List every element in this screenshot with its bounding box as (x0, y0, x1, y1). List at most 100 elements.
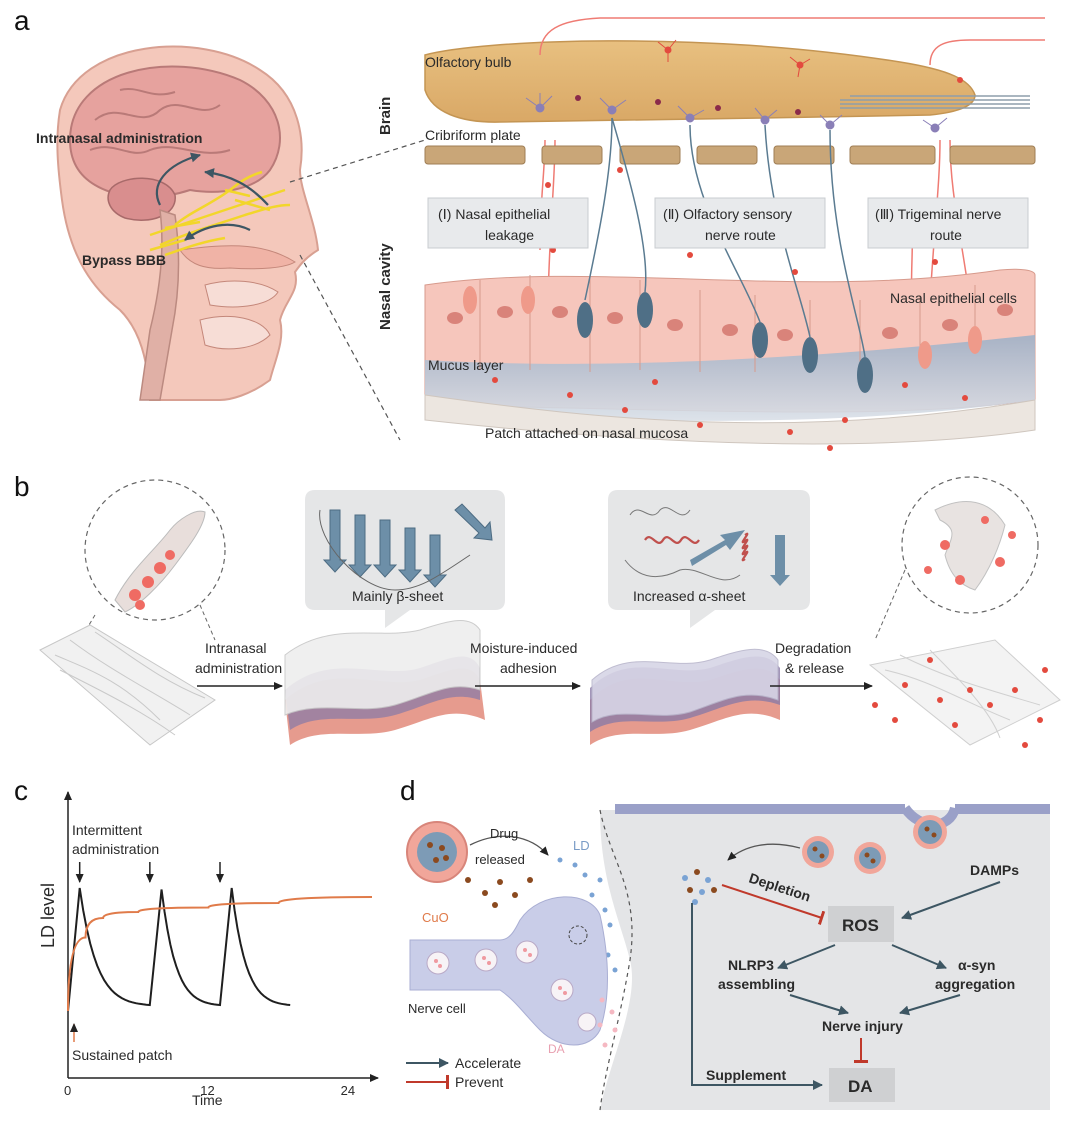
bubble-alpha: Increased α-sheet (608, 490, 810, 628)
x-axis-label: Time (192, 1092, 223, 1108)
svg-text:DA: DA (848, 1077, 873, 1096)
step-2-line1: Moisture-induced (470, 640, 577, 656)
panel-letter-c: c (14, 775, 28, 806)
nerve-injury-label: Nerve injury (822, 1018, 903, 1034)
endocytosed-nanoparticles (802, 815, 947, 874)
drug-released-line1: Drug (490, 826, 518, 841)
legend-accelerate: Accelerate (455, 1055, 521, 1071)
bubble-beta-label: Mainly β-sheet (352, 588, 443, 604)
arrow-damps-ros (901, 881, 1001, 920)
arrow-supplement (691, 903, 823, 1090)
y-axis-label: LD level (38, 883, 58, 948)
step-1-line2: administration (195, 660, 282, 676)
asyn-line2: aggregation (935, 976, 1015, 992)
panel-letter-b: b (14, 471, 30, 502)
legend-prevent: Prevent (455, 1074, 503, 1090)
series-patch-line (67, 896, 373, 1012)
label-cribriform-plate: Cribriform plate (425, 127, 521, 143)
nerve-cell-label: Nerve cell (408, 1001, 466, 1016)
patch-mesh-degraded (868, 639, 1061, 746)
ld-label: LD (573, 838, 590, 853)
chart-series (67, 887, 373, 1012)
arrow-asyn-injury (899, 994, 961, 1016)
patch-on-mucosa-1 (284, 620, 485, 745)
fiber-with-drug (114, 510, 206, 613)
cribriform-plate (424, 145, 1036, 165)
da-small-label: DA (548, 1042, 565, 1056)
arrow-ros-asyn (891, 944, 947, 970)
step-3-line1: Degradation (775, 640, 851, 656)
panel-b: b Intranasal administration Mainly β-she… (14, 471, 1061, 748)
cell-membrane (615, 804, 1050, 814)
x-tick-labels: 0 12 24 (64, 1083, 355, 1098)
patch-on-mucosa-2 (590, 648, 780, 745)
zoom-circle-right (901, 476, 1039, 614)
annotation-sustained-patch: Sustained patch (72, 1047, 172, 1063)
x-tick-label: 24 (341, 1083, 355, 1098)
annotation-intermittent-line1: Intermittent (72, 822, 142, 838)
arrow-bypass (184, 223, 251, 241)
zoom-line-top (289, 139, 426, 183)
route-box-3: (Ⅲ) Trigeminal nerve route (867, 197, 1029, 249)
drug-particles-a (492, 77, 1013, 451)
svg-text:route: route (930, 227, 962, 243)
svg-text:leakage: leakage (485, 227, 534, 243)
zoom-line-bottom (299, 254, 401, 441)
olfactory-sensory-neurons (577, 292, 873, 393)
x-tick-label: 0 (64, 1083, 71, 1098)
arrow-to-brain (155, 152, 201, 206)
damps-label: DAMPs (970, 862, 1019, 878)
panel-letter-a: a (14, 5, 30, 36)
arrow-ros-nlrp3 (777, 944, 836, 970)
dose-arrows (75, 862, 224, 883)
label-intranasal-administration: Intranasal administration (36, 130, 202, 146)
svg-text:(Ⅱ) Olfactory sensory: (Ⅱ) Olfactory sensory (663, 206, 792, 222)
neurons-bulb (525, 93, 948, 133)
series-intermittent-line (67, 887, 291, 1012)
step-1-line1: Intranasal (205, 640, 266, 656)
zoom-circle-left (84, 479, 226, 621)
patch-mesh-dry (39, 624, 216, 746)
nlrp3-line1: NLRP3 (728, 957, 774, 973)
brain-icon (68, 65, 281, 198)
head-illustration: Intranasal administration Bypass BBB (36, 45, 320, 401)
bubble-alpha-label: Increased α-sheet (633, 588, 745, 604)
depletion-inhibitor (721, 884, 826, 925)
cuo-label: CuO (422, 910, 449, 925)
postsynaptic-cell (600, 810, 1050, 1110)
bubble-beta: Mainly β-sheet (305, 490, 505, 628)
patch-layer (424, 394, 1036, 445)
legend: Accelerate Prevent (406, 1055, 521, 1090)
svg-text:(Ⅲ) Trigeminal nerve: (Ⅲ) Trigeminal nerve (875, 206, 1002, 222)
drug-released-line2: released (475, 852, 525, 867)
panel-d: d Drug released LD CuO (400, 775, 1050, 1111)
label-bypass-bbb: Bypass BBB (82, 252, 166, 268)
cuo-particles (465, 877, 533, 908)
svg-text:nerve route: nerve route (705, 227, 776, 243)
label-patch-attached: Patch attached on nasal mucosa (485, 425, 688, 441)
panel-a: a Intranasal administration Bypass BBB (14, 5, 1045, 451)
label-brain-side: Brain (377, 97, 394, 135)
asyn-line1: α-syn (958, 957, 995, 973)
label-nasal-epithelial-cells: Nasal epithelial cells (890, 290, 1017, 306)
label-nasal-cavity-side: Nasal cavity (377, 243, 394, 330)
x-tick-label: 12 (200, 1083, 214, 1098)
olfactory-nerve-icon (149, 170, 291, 257)
route-box-1: (Ⅰ) Nasal epithelial leakage (427, 197, 589, 249)
mucus-layer (425, 335, 1035, 421)
brainstem-icon (139, 208, 180, 401)
released-drug-cluster (682, 869, 717, 905)
supplement-label: Supplement (706, 1067, 786, 1083)
label-olfactory-bulb: Olfactory bulb (425, 54, 512, 70)
ros-node: ROS (828, 906, 894, 942)
step-3-line2: & release (785, 660, 844, 676)
svg-text:(Ⅰ) Nasal epithelial: (Ⅰ) Nasal epithelial (438, 206, 550, 222)
panel-letter-d: d (400, 775, 416, 806)
degraded-fiber (934, 501, 1006, 591)
released-particles (872, 657, 1048, 748)
step-2-line2: adhesion (500, 660, 557, 676)
label-mucus-layer: Mucus layer (428, 357, 504, 373)
arrow-nlrp3-injury (789, 994, 849, 1016)
